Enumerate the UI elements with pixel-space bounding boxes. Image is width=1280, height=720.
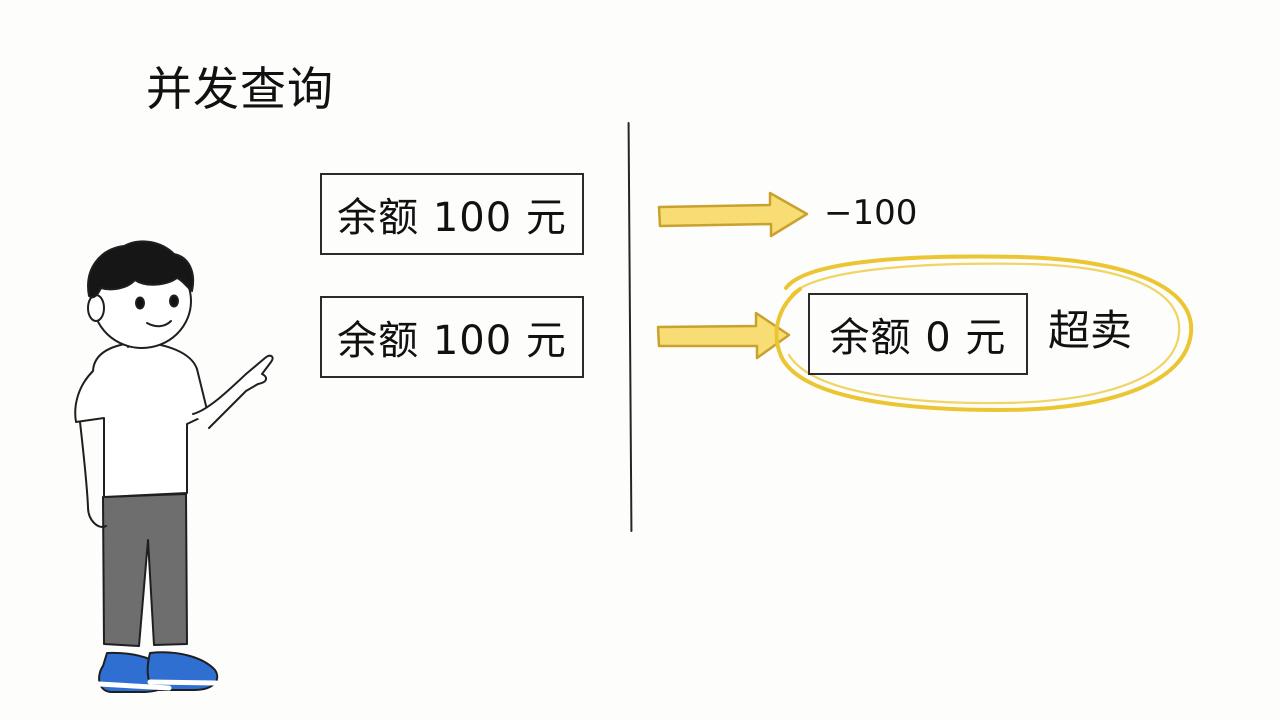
person-illustration <box>74 240 274 693</box>
oversold-status-label: 超卖 <box>1048 306 1133 355</box>
timeline-divider <box>627 121 633 533</box>
arrow-right-icon <box>656 311 791 360</box>
result-balance-box: 余额 0 元 <box>808 293 1028 375</box>
query-balance-box-1: 余额 100 元 <box>320 173 584 255</box>
arrow-right-icon <box>657 191 809 238</box>
balance-change-label: −100 <box>824 193 918 233</box>
query-balance-box-2: 余额 100 元 <box>320 296 584 378</box>
page-title: 并发查询 <box>146 62 334 116</box>
